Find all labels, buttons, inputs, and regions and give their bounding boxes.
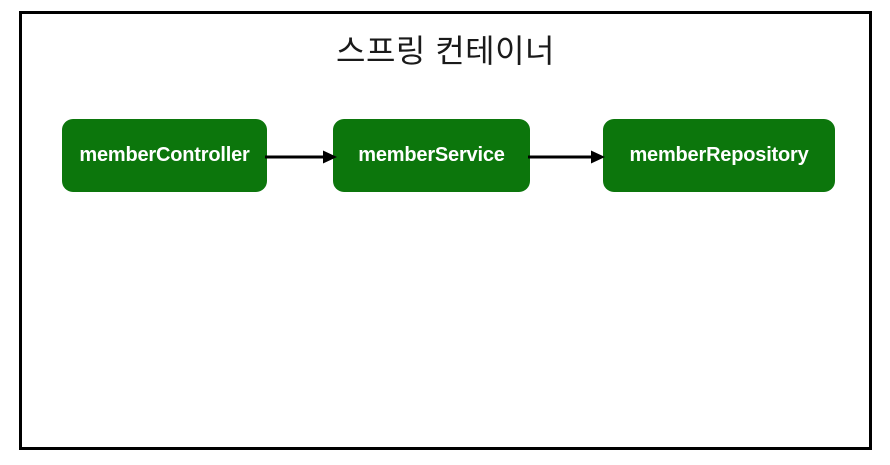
- bean-label: memberController: [79, 144, 250, 166]
- spring-container-title: 스프링 컨테이너: [336, 33, 555, 69]
- bean-node-member-controller[interactable]: memberController: [62, 119, 267, 192]
- arrow-right-icon: [528, 150, 605, 164]
- bean-node-member-service[interactable]: memberService: [333, 119, 530, 192]
- arrow-right-icon: [265, 150, 337, 164]
- bean-label: memberService: [358, 144, 505, 166]
- arrow-service-to-repository: [528, 148, 605, 166]
- bean-node-member-repository[interactable]: memberRepository: [603, 119, 835, 192]
- spring-container-box: 스프링 컨테이너: [19, 11, 872, 450]
- bean-label: memberRepository: [629, 144, 809, 166]
- arrow-controller-to-service: [265, 148, 337, 166]
